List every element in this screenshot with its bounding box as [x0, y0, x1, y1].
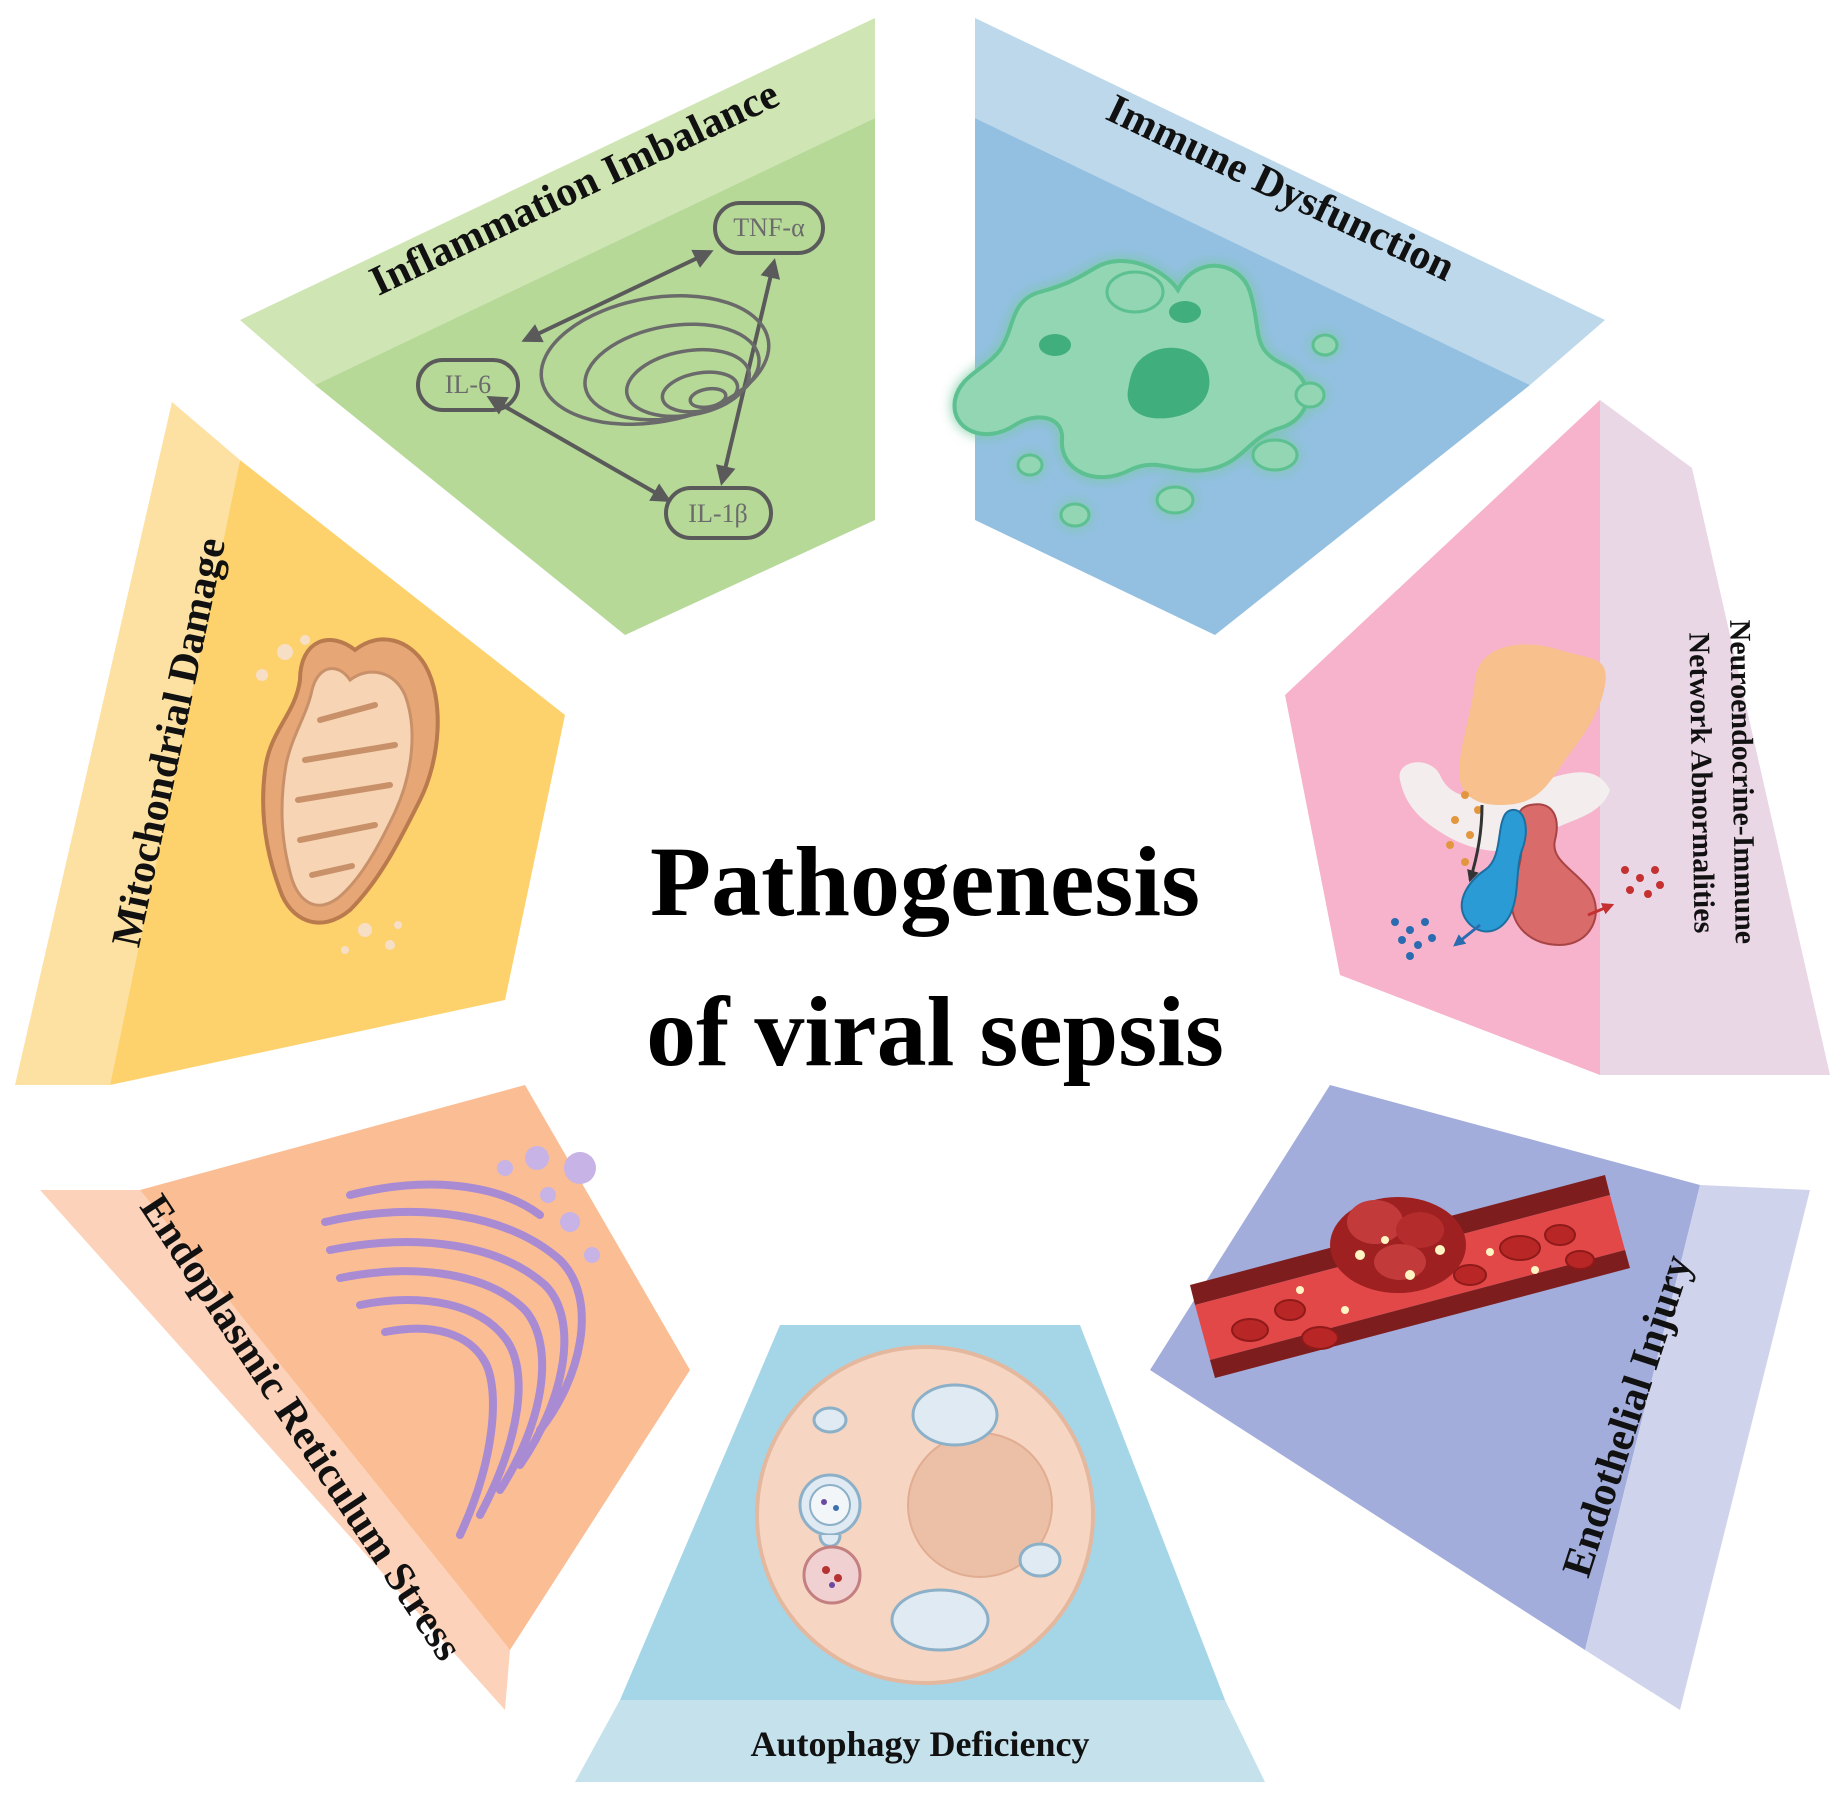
immune-cell-satellite: [1105, 270, 1165, 314]
mitochondrion-icon: [256, 635, 440, 954]
segment-endothelial-outer: [1585, 1185, 1810, 1710]
cell-icon: [755, 1345, 1095, 1685]
cisterna: [336, 1267, 547, 1494]
cytokine-il1b-label: IL-1β: [688, 499, 747, 528]
arrow-il6-il1b: [486, 396, 672, 502]
vesicle-dot: [1466, 831, 1474, 839]
segment-neuro-outer: [1600, 400, 1830, 1075]
cristae: [295, 702, 398, 878]
immune-cell-vesicle: [1039, 334, 1071, 356]
vacuole: [911, 1383, 999, 1447]
segment-autophagy-outer: [575, 1700, 1265, 1782]
segment-er-inner: [140, 1085, 690, 1650]
arrow-release: [1467, 804, 1484, 883]
immune-cell-satellite: [1251, 438, 1299, 472]
immune-cell-icon: [952, 258, 1339, 528]
segment-autophagy: Autophagy Deficiency: [575, 1325, 1265, 1782]
immune-cell-body: [952, 258, 1310, 480]
segment-neuro-label-line2: Network Abnormalities: [1682, 632, 1720, 933]
immune-cell-satellite: [1016, 453, 1044, 477]
receptor-cell-blue: [1460, 808, 1527, 933]
segment-endothelial: Endothelial Injury: [1150, 1085, 1810, 1710]
segment-inflammation-inner: [315, 118, 875, 635]
segment-neuro: Neuroendocrine-Immune Network Abnormalit…: [1285, 400, 1830, 1075]
immune-cell-satellite: [1294, 381, 1326, 409]
center-title: Pathogenesis of viral sepsis: [646, 826, 1224, 1087]
synapse-icon: [1391, 644, 1664, 960]
cytokine-loop: TNF-α IL-6 IL-1β: [416, 201, 825, 540]
mito-debris: [256, 635, 402, 954]
immune-cell-satellite: [1059, 502, 1091, 528]
title-line-1: Pathogenesis: [650, 826, 1200, 937]
red-particles: [1621, 866, 1664, 898]
cytokine-il6-label: IL-6: [445, 370, 491, 399]
mito-inner-membrane: [280, 667, 414, 907]
spiral-icon: [539, 294, 771, 426]
cytokine-il6-box: [416, 358, 520, 412]
immune-cell-vesicle: [1169, 301, 1201, 323]
segment-autophagy-label: Autophagy Deficiency: [751, 1724, 1090, 1764]
segment-immune: Immune Dysfunction: [952, 18, 1605, 635]
autophagosome-icon: [798, 1473, 862, 1605]
vesicle-dot: [1474, 806, 1482, 814]
arrow-red: [1587, 903, 1615, 917]
blood-vessel-icon: [1190, 1175, 1630, 1378]
glia-shape: [1399, 762, 1610, 852]
vesicle-dot: [1461, 858, 1469, 866]
immune-cell-satellite: [1311, 333, 1339, 357]
immune-cell-nucleus: [1127, 347, 1210, 419]
immune-cell-satellite: [1155, 485, 1195, 515]
cisterna: [346, 1180, 544, 1219]
vacuole: [812, 1406, 848, 1434]
title-line-2: of viral sepsis: [646, 976, 1224, 1087]
arrow-il6-tnf: [521, 249, 714, 343]
cytokine-tnf-label: TNF-α: [733, 213, 805, 242]
segment-mito-outer: [15, 402, 240, 1085]
vesicle-dot: [1461, 791, 1469, 799]
cisterna: [381, 1324, 497, 1539]
segment-inflammation-outer: [240, 18, 875, 385]
blue-particles: [1391, 918, 1436, 960]
segment-immune-outer: [975, 18, 1605, 385]
segment-mito: Mitochondrial Damage: [15, 402, 565, 1085]
cisterna: [356, 1296, 523, 1519]
platelets: [1296, 1248, 1539, 1314]
golgi-er-icon: [321, 1146, 600, 1539]
thrombus-icon: [1330, 1197, 1466, 1293]
segment-er-outer: [40, 1190, 510, 1710]
vesicle-dot: [1451, 816, 1459, 824]
arrow-blue: [1453, 923, 1481, 947]
neuron-terminal: [1459, 644, 1606, 805]
cytokine-il1b-box: [664, 486, 773, 540]
vacuole: [890, 1588, 990, 1652]
segment-neuro-label-line1: Neuroendocrine-Immune: [1723, 619, 1762, 944]
cytokine-tnf-box: [713, 201, 825, 255]
vesicle-dot: [1446, 841, 1454, 849]
segment-er: Endoplasmic Reticulum Stress: [40, 1085, 690, 1710]
cisterna: [321, 1208, 586, 1434]
cisterna: [326, 1238, 569, 1469]
vacuole: [1018, 1542, 1062, 1578]
red-blood-cells: [1231, 1224, 1595, 1350]
